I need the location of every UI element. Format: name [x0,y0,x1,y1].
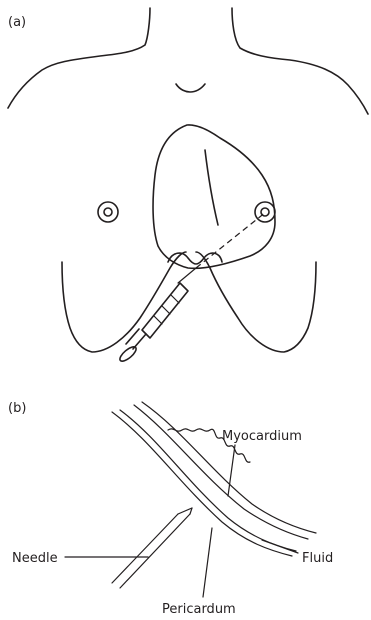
neck-shoulder-left [8,8,150,108]
needle-icon [112,508,192,588]
pericardum-label: Pericardum [162,602,236,617]
myocardium-label: Myocardium [222,429,302,444]
heart-septum [205,150,218,225]
myocardium-surface [142,402,316,533]
torso-left-side [62,252,186,352]
neck-shoulder-right [232,8,368,114]
syringe-icon [118,268,196,363]
fluid-label: Fluid [302,551,333,566]
needle-trajectory [196,212,266,268]
nipple-left-outer [98,202,118,222]
suprasternal-notch [176,84,205,92]
heart-outline [153,125,275,268]
panel-b-label: (b) [8,401,26,416]
fluid-boundary [134,405,308,539]
pericardum-leader [203,528,212,597]
fluid-leader [262,540,298,553]
nipple-left-inner [104,208,112,216]
needle-label: Needle [12,551,58,566]
nipple-right-outer [255,202,275,222]
panel-a-label: (a) [8,15,26,30]
